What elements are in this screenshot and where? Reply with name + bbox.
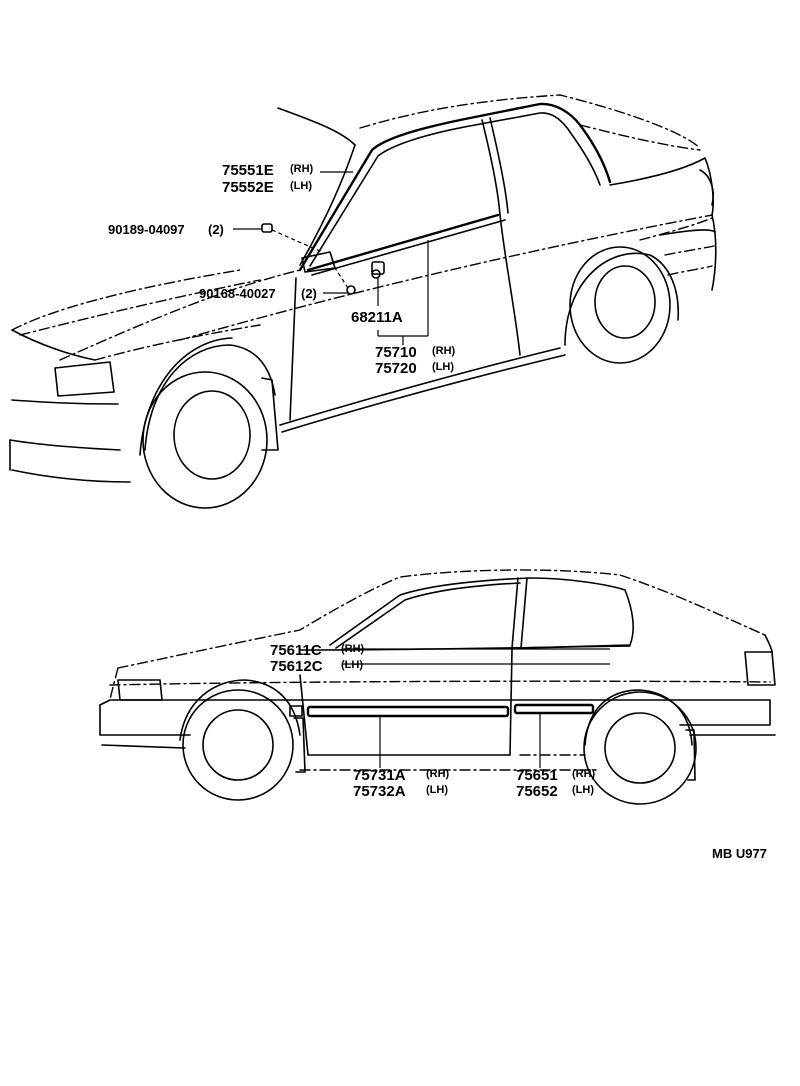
- label-75611c-side: (RH): [341, 643, 365, 655]
- label-75652-side: (LH): [572, 784, 594, 796]
- upper-car-drawing: [9, 94, 717, 509]
- upper-labels: 75551E (RH) 75552E (LH) 90189-04097 (2) …: [108, 162, 456, 377]
- label-75651-side: (RH): [572, 768, 596, 780]
- label-75551e: 75551E: [222, 162, 274, 179]
- label-75652: 75652: [516, 783, 558, 800]
- diagram-code: MB U977: [712, 846, 767, 861]
- label-75651: 75651: [516, 767, 558, 784]
- lower-car-drawing: [99, 569, 776, 805]
- svg-text:75551E: 75551E: [222, 162, 274, 179]
- label-75552e: 75552E: [222, 179, 274, 196]
- label-90189-04097-qty: (2): [208, 222, 224, 237]
- label-75731a: 75731A: [353, 767, 406, 784]
- label-75720-side: (LH): [432, 361, 454, 373]
- label-75552e-side: (LH): [290, 180, 312, 192]
- label-75611c: 75611C: [270, 642, 322, 659]
- label-75710: 75710: [375, 344, 417, 361]
- label-75720: 75720: [375, 360, 417, 377]
- svg-text:75552E: 75552E: [222, 179, 274, 196]
- svg-text:90168-40027: 90168-40027: [199, 286, 276, 301]
- label-75710-side: (RH): [432, 345, 456, 357]
- label-90168-40027-qty: (2): [301, 286, 317, 301]
- upper-leader-lines: [233, 171, 429, 345]
- svg-text:90189-04097: 90189-04097: [108, 222, 185, 237]
- label-75551e-side: (RH): [290, 163, 314, 175]
- lower-leader-lines: [342, 648, 610, 768]
- label-90189-04097: 90189-04097: [108, 222, 185, 237]
- label-75732a: 75732A: [353, 783, 406, 800]
- lower-labels: 75611C (RH) 75612C (LH) 75731A (RH) 7573…: [270, 642, 596, 800]
- label-75612c: 75612C: [270, 658, 323, 675]
- label-68211a: 68211A: [351, 309, 403, 326]
- label-75731a-side: (RH): [426, 768, 450, 780]
- label-90168-40027: 90168-40027: [199, 286, 276, 301]
- label-75732a-side: (LH): [426, 784, 448, 796]
- label-75612c-side: (LH): [341, 659, 363, 671]
